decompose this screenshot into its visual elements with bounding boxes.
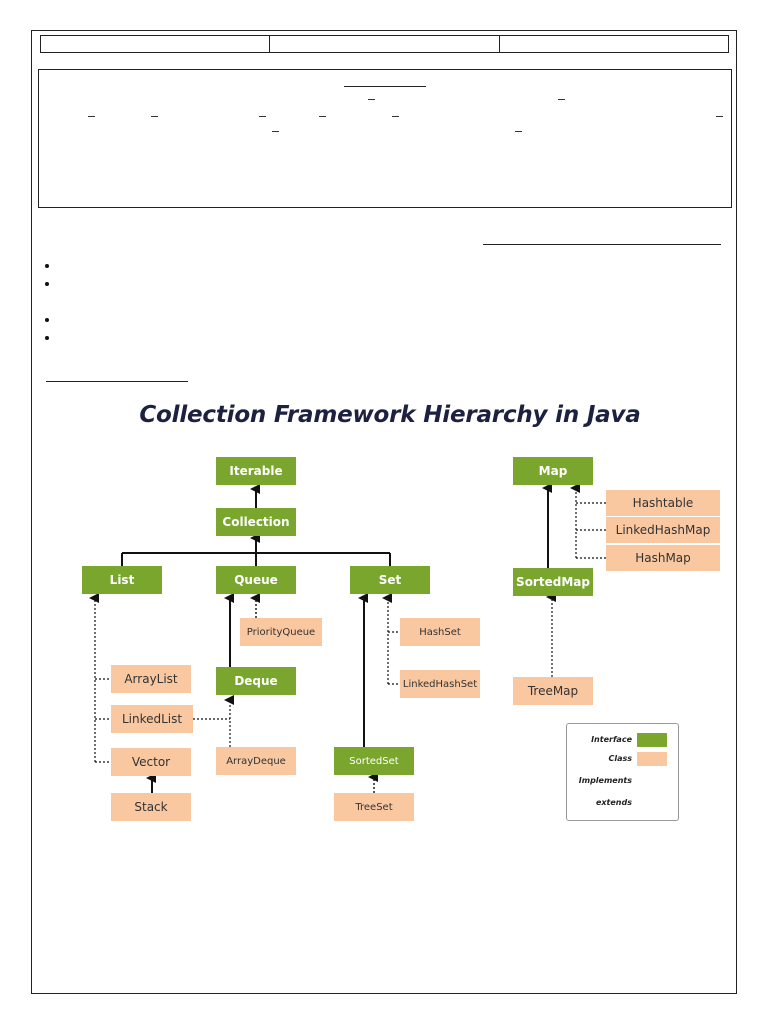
dash — [558, 99, 565, 100]
node-stack: Stack — [111, 793, 191, 821]
node-arraydeque: ArrayDeque — [216, 747, 296, 775]
header-cell — [41, 36, 271, 52]
node-set: Set — [350, 566, 430, 594]
legend-interface-label: Interface — [591, 735, 632, 744]
dash — [319, 116, 326, 117]
legend-class-swatch — [637, 752, 667, 766]
bullet — [45, 264, 49, 268]
node-arraylist: ArrayList — [111, 665, 191, 693]
legend-extends-label: extends — [595, 798, 632, 807]
dash — [272, 131, 279, 132]
box-heading-underline — [344, 86, 426, 87]
node-iterable: Iterable — [216, 457, 296, 485]
node-list: List — [82, 566, 162, 594]
node-treemap: TreeMap — [513, 677, 593, 705]
node-map: Map — [513, 457, 593, 485]
bullet — [45, 282, 49, 286]
dash — [259, 116, 266, 117]
node-linkedhashmap: LinkedHashMap — [606, 517, 720, 543]
node-hashset: HashSet — [400, 618, 480, 646]
node-deque: Deque — [216, 667, 296, 695]
node-treeset: TreeSet — [334, 793, 414, 821]
dash — [88, 116, 95, 117]
node-queue: Queue — [216, 566, 296, 594]
node-linkedhashset: LinkedHashSet — [400, 670, 480, 698]
header-table — [40, 35, 729, 53]
legend-implements-label: Implements — [578, 776, 632, 785]
dash — [716, 116, 723, 117]
legend: Interface Class Implements extends — [566, 723, 679, 821]
node-linkedlist: LinkedList — [111, 705, 193, 733]
dash — [151, 116, 158, 117]
diagram-title: Collection Framework Hierarchy in Java — [139, 402, 641, 428]
dash — [515, 131, 522, 132]
dash — [368, 99, 375, 100]
bullet — [45, 318, 49, 322]
node-hashmap: HashMap — [606, 545, 720, 571]
node-sortedmap: SortedMap — [513, 568, 593, 596]
node-sortedset: SortedSet — [334, 747, 414, 775]
bullet — [45, 336, 49, 340]
page-border — [31, 30, 737, 994]
legend-interface-swatch — [637, 733, 667, 747]
header-cell — [270, 36, 500, 52]
node-collection: Collection — [216, 508, 296, 536]
node-vector: Vector — [111, 748, 191, 776]
node-priorityqueue: PriorityQueue — [240, 618, 322, 646]
node-hashtable: Hashtable — [606, 490, 720, 516]
content-box — [38, 69, 732, 208]
section-underline — [483, 244, 721, 245]
section-underline — [46, 381, 188, 382]
dash — [392, 116, 399, 117]
legend-class-label: Class — [608, 754, 632, 763]
